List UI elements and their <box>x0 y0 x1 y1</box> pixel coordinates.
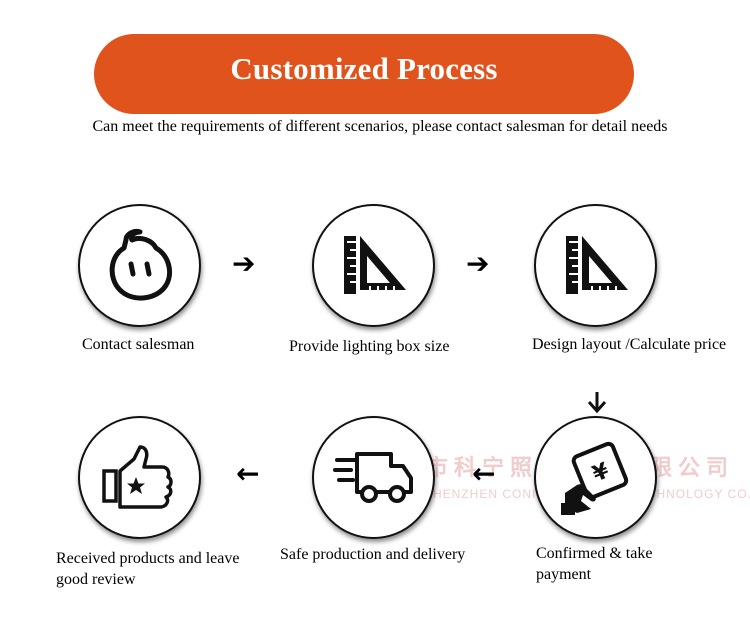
chat-bubble-face-icon <box>109 228 172 300</box>
thumbs-up-star-icon <box>101 444 173 509</box>
subtitle: Can meet the requirements of different s… <box>92 118 668 135</box>
step-label-4: Confirmed & take payment <box>536 545 653 583</box>
step-label-2: Provide lighting box size <box>289 338 450 355</box>
ruler-set-square-icon <box>565 235 628 294</box>
arrow-down-icon <box>587 392 607 414</box>
arrow-right-icon: ➔ <box>232 247 256 280</box>
yuan-card-payment-icon: ¥ <box>560 441 628 515</box>
step-confirm-payment: ¥ <box>534 416 657 539</box>
step-received-review <box>78 416 201 539</box>
step-provide-size <box>312 204 435 327</box>
arrow-left-icon: ← <box>472 457 496 490</box>
delivery-truck-icon <box>332 451 413 503</box>
arrow-left-icon: ← <box>236 457 260 490</box>
arrow-right-icon: ➔ <box>466 247 490 280</box>
page-title: Customized Process <box>230 51 498 86</box>
step-label-5: Safe production and delivery <box>280 546 466 563</box>
step-production-delivery <box>312 416 435 539</box>
title-banner: Customized Process <box>94 34 634 114</box>
step-label-6: Received products and leave good review <box>56 550 240 588</box>
step-label-3: Design layout /Calculate price <box>532 336 727 353</box>
step-contact-salesman <box>78 204 201 327</box>
step-design-layout <box>534 204 657 327</box>
step-label-1: Contact salesman <box>82 336 195 353</box>
ruler-set-square-icon <box>343 235 406 294</box>
